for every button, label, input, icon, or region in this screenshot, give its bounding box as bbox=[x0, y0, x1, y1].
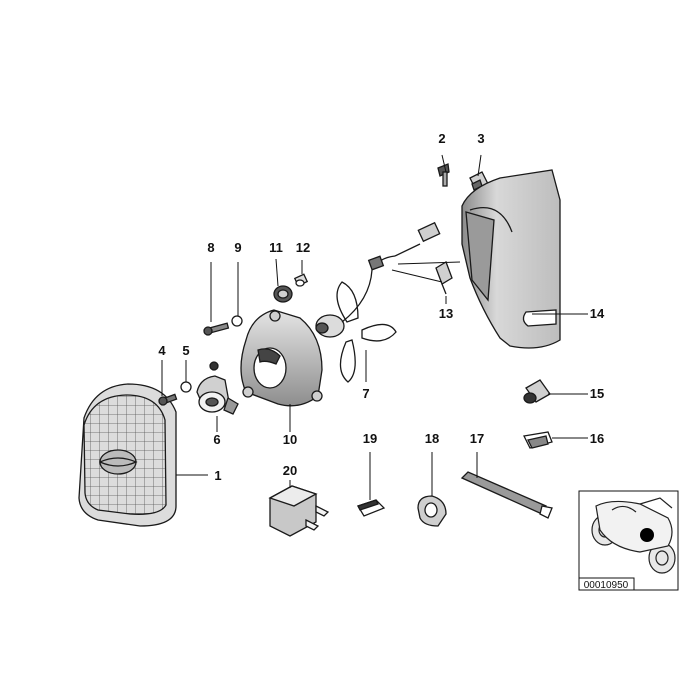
grommet-11-part bbox=[273, 285, 293, 303]
washer-9-part bbox=[231, 315, 243, 327]
cable-tie-17-part bbox=[460, 471, 553, 519]
screw-4-part bbox=[158, 393, 178, 406]
label-11: 11 bbox=[269, 240, 283, 255]
part-labels: 1 2 3 4 5 6 7 8 9 10 11 12 13 14 15 16 1… bbox=[158, 131, 605, 483]
label-1: 1 bbox=[214, 468, 221, 483]
label-6: 6 bbox=[213, 432, 220, 447]
screw-2-part bbox=[437, 163, 450, 187]
label-20: 20 bbox=[283, 463, 297, 478]
label-5: 5 bbox=[182, 343, 189, 358]
label-7: 7 bbox=[362, 386, 369, 401]
bolt-8-part bbox=[203, 322, 230, 336]
label-18: 18 bbox=[425, 431, 439, 446]
motorcycle-thumbnail: 00010950 bbox=[578, 490, 679, 591]
label-13: 13 bbox=[439, 306, 453, 321]
motorcycle-icon bbox=[591, 497, 676, 574]
label-19: 19 bbox=[363, 431, 377, 446]
clip-16-part bbox=[523, 431, 553, 449]
sleeve-12-part bbox=[293, 273, 309, 287]
label-8: 8 bbox=[207, 240, 214, 255]
sensor-15-part bbox=[523, 379, 551, 404]
relay-20-part bbox=[268, 485, 330, 537]
label-12: 12 bbox=[296, 240, 310, 255]
label-4: 4 bbox=[158, 343, 166, 358]
label-10: 10 bbox=[283, 432, 297, 447]
cable-clip-13-part bbox=[435, 261, 453, 295]
reference-code: 00010950 bbox=[584, 580, 629, 591]
clip-19-part bbox=[357, 499, 386, 517]
label-15: 15 bbox=[590, 386, 604, 401]
fan-motor-7-part bbox=[315, 221, 441, 383]
location-marker bbox=[640, 528, 654, 542]
hose-clamp-18-part bbox=[417, 495, 447, 527]
clip-6-part bbox=[196, 361, 239, 415]
label-3: 3 bbox=[477, 131, 484, 146]
grille-cover-part bbox=[78, 383, 177, 527]
washer-5-part bbox=[180, 381, 192, 393]
label-17: 17 bbox=[470, 431, 484, 446]
leader-lines bbox=[161, 154, 588, 500]
fan-housing-10-part bbox=[240, 309, 323, 407]
label-16: 16 bbox=[590, 431, 604, 446]
label-2: 2 bbox=[438, 131, 445, 146]
label-9: 9 bbox=[234, 240, 241, 255]
fan-shroud-14-part bbox=[461, 169, 561, 349]
label-14: 14 bbox=[590, 306, 605, 321]
